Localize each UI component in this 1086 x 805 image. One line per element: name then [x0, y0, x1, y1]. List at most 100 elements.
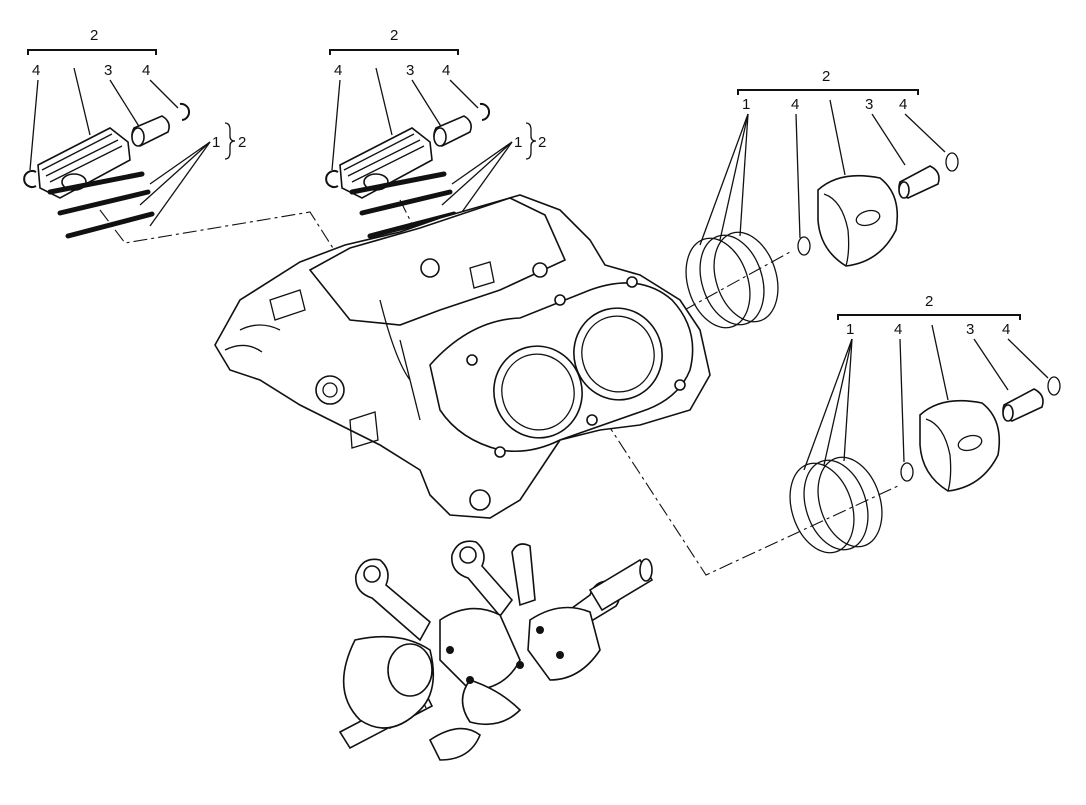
piston-assembly-top-left: 2 4 3 4 1 2 — [23, 27, 246, 239]
circlip — [900, 462, 914, 482]
rod-bolt — [516, 661, 524, 669]
callout-pin: 3 — [104, 62, 112, 79]
bolt-hole — [494, 446, 506, 458]
rod-bolt — [536, 626, 544, 634]
rod-bolt — [466, 676, 474, 684]
leader — [29, 79, 39, 171]
bearing-boss — [315, 375, 345, 405]
callout-brace: 2 — [238, 134, 246, 151]
leader — [699, 113, 749, 246]
group-bracket — [737, 89, 919, 95]
circlip — [23, 170, 37, 188]
ring — [349, 171, 447, 195]
ring — [803, 459, 869, 551]
leader — [829, 99, 846, 176]
pin-end — [433, 127, 447, 147]
callout-pin: 3 — [865, 96, 873, 113]
bolt-hole — [626, 276, 638, 288]
cast-pad — [349, 411, 379, 449]
leader — [451, 141, 513, 185]
rod-bolt — [556, 651, 564, 659]
leader — [73, 67, 91, 136]
ring — [359, 189, 453, 216]
leader — [795, 113, 801, 239]
piston-assembly-lower-right: 2 1 4 3 4 — [789, 293, 1061, 554]
ring — [685, 237, 751, 329]
axis-line — [604, 419, 901, 576]
shaft-end — [639, 558, 653, 582]
ring — [57, 189, 151, 216]
connecting-rod — [511, 543, 536, 607]
callout-brace: 2 — [538, 134, 546, 151]
cylinder-bore — [573, 307, 663, 401]
casting-details — [224, 299, 421, 421]
piston-assembly-upper-right: 2 1 4 3 4 — [685, 68, 959, 329]
axis-line — [99, 209, 353, 279]
leader — [904, 113, 946, 153]
pin-end — [131, 127, 145, 147]
group-bracket — [329, 49, 459, 55]
bolt-hole — [466, 354, 478, 366]
ring — [47, 171, 145, 195]
bearing-bore — [322, 382, 338, 398]
leader — [139, 141, 211, 206]
circlip — [479, 102, 491, 121]
callout-group: 2 — [390, 27, 398, 44]
brace — [224, 122, 236, 160]
counterweight — [428, 727, 481, 761]
leader — [1007, 338, 1049, 379]
leader — [719, 113, 749, 241]
callout-circlip: 4 — [442, 62, 450, 79]
piston — [817, 174, 899, 267]
group-bracket — [27, 49, 157, 55]
rear-shaft — [588, 558, 654, 612]
bolt-hole — [554, 294, 566, 306]
piston-skirt — [823, 193, 850, 267]
dowel-block — [469, 261, 495, 289]
group-bracket — [837, 314, 1021, 320]
crank-web — [387, 643, 433, 697]
piston — [919, 399, 1001, 492]
ring — [699, 234, 765, 326]
counterweight — [461, 679, 522, 726]
leader — [843, 338, 853, 462]
callout-group: 2 — [90, 27, 98, 44]
ring — [65, 211, 155, 239]
bolt-hole — [420, 258, 440, 278]
callout-group: 2 — [925, 293, 933, 310]
callout-rings: 1 — [742, 96, 750, 113]
circlip — [797, 236, 811, 256]
leader — [109, 79, 141, 129]
callout-rings: 1 — [514, 134, 522, 151]
callout-circlip: 4 — [899, 96, 907, 113]
leader — [931, 324, 949, 401]
leader — [803, 338, 853, 471]
ring — [713, 231, 779, 323]
pin-end — [898, 181, 910, 199]
leader — [375, 67, 393, 136]
piston-assembly-top-center: 2 4 3 4 1 2 — [325, 27, 546, 239]
leader — [331, 79, 341, 171]
leader — [739, 113, 749, 237]
leader — [149, 141, 211, 227]
leader — [441, 141, 513, 206]
leader — [823, 338, 853, 466]
callout-group: 2 — [822, 68, 830, 85]
callout-circlip: 4 — [334, 62, 342, 79]
piston-valve-pocket — [957, 434, 983, 452]
cast-label-plate — [269, 289, 306, 321]
bore-liner — [501, 353, 575, 431]
crankshaft-assembly — [338, 540, 654, 761]
piston-skirt — [925, 418, 952, 492]
callout-pin: 3 — [966, 321, 974, 338]
callout-rings: 1 — [846, 321, 854, 338]
leader — [899, 338, 905, 463]
ring — [789, 462, 855, 554]
leader — [871, 113, 906, 166]
bolt-hole — [674, 379, 686, 391]
callout-circlip: 4 — [894, 321, 902, 338]
upper-cylinder-block — [308, 197, 567, 326]
callout-circlip: 4 — [142, 62, 150, 79]
